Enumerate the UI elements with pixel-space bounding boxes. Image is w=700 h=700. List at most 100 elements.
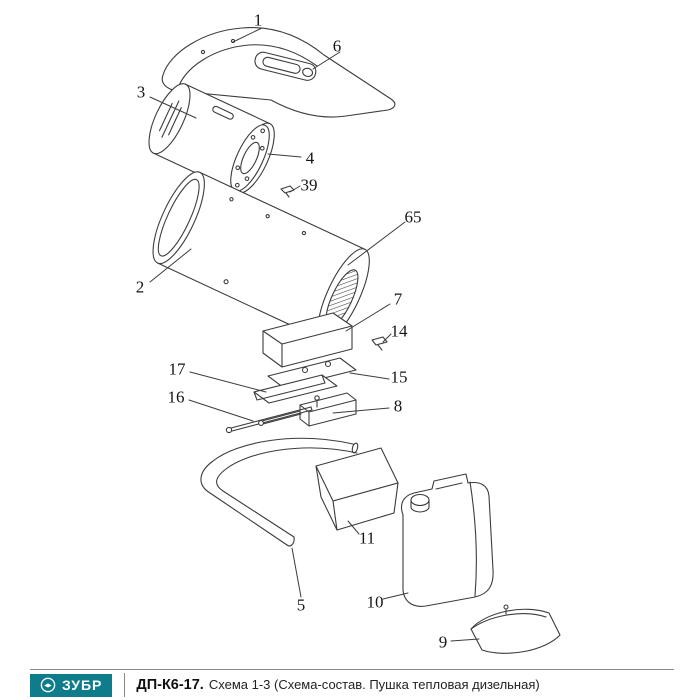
handle-outline (254, 51, 317, 81)
model-code: ДП-К6-17. (136, 677, 204, 693)
end-cover-screw (503, 604, 509, 610)
bracket-7-part (262, 312, 353, 368)
brand-name: ЗУБР (62, 677, 103, 693)
rod-16 (231, 409, 313, 432)
leader-line (289, 185, 301, 193)
end-cover-9-part (470, 604, 561, 654)
plate-17-flange (253, 374, 326, 401)
clip-stem (377, 344, 383, 351)
part-label-15: 15 (390, 367, 408, 387)
part-label-4: 4 (305, 148, 315, 168)
bracket-7-edges (262, 325, 353, 368)
part-label-16: 16 (167, 387, 185, 407)
footer: ЗУБР ДП-К6-17. Схема 1-3 (Схема-состав. П… (0, 669, 700, 700)
bracket-7-outline (262, 312, 353, 368)
bolt-long-head (258, 420, 264, 426)
leader-line (291, 547, 302, 598)
leader-line (267, 153, 302, 158)
rod-16-head (225, 426, 233, 434)
bracket-8 (299, 392, 357, 427)
barrel-screw (229, 197, 234, 202)
fan-bolt-hole (260, 128, 266, 134)
fan-bolt-hole (234, 182, 240, 188)
footer-caption: ДП-К6-17. Схема 1-3 (Схема-состав. Пушка … (136, 676, 539, 694)
fan-bolt-hole (235, 165, 241, 171)
leader-line (149, 96, 197, 119)
part-label-14: 14 (390, 321, 408, 341)
tube-open-end (351, 442, 359, 454)
zubr-logo-icon (40, 677, 56, 693)
clip-body (371, 336, 388, 346)
plate-hole (301, 366, 309, 374)
zubr-logo: ЗУБР (30, 673, 113, 697)
barrel-part (152, 171, 370, 341)
mount-plates-part (225, 357, 357, 434)
saddle-front-face (332, 482, 399, 531)
vent-slot (168, 107, 182, 136)
leader-line (232, 27, 263, 43)
bolt-long (261, 410, 301, 422)
leader-lines (149, 27, 480, 642)
fan-bolt-hole (259, 145, 265, 151)
leader-line (149, 248, 192, 283)
leader-line (189, 371, 267, 393)
fan-bolt-hole (250, 134, 256, 140)
fuel-tank-part (400, 473, 494, 607)
leader-line (347, 221, 406, 266)
schema-description: Схема 1-3 (Схема-состав. Пушка тепловая … (208, 677, 540, 692)
plate-15 (267, 357, 357, 389)
part-label-8: 8 (393, 396, 403, 416)
leader-line (332, 407, 390, 414)
barrel-top-edge (199, 171, 366, 250)
fitting-stem (285, 192, 290, 198)
cover-handle-part (254, 51, 317, 81)
footer-vertical-divider (124, 673, 126, 697)
bolt-long (262, 413, 302, 425)
saddle-left-edge (315, 465, 338, 531)
part-label-65: 65 (404, 207, 422, 227)
handle-tube-part (200, 437, 359, 547)
end-cover-outline (470, 608, 561, 654)
fan-part (230, 124, 270, 192)
part-label-9: 9 (438, 632, 448, 652)
barrel-body-fill (157, 172, 365, 340)
barrel-hole (223, 279, 229, 285)
leader-line (345, 303, 391, 332)
top-cover-bend-line (176, 44, 318, 92)
housing-rear-cap (148, 83, 191, 155)
leader-line (312, 51, 341, 70)
vent-slot (158, 102, 173, 132)
tube-inner (216, 447, 358, 538)
leader-line (382, 592, 409, 600)
part-label-10: 10 (366, 592, 384, 612)
housing-slot (212, 105, 234, 120)
vent-slot (161, 100, 180, 138)
barrel-rear-rim-outer (152, 171, 205, 265)
part-label-5: 5 (296, 595, 306, 615)
tank-handle-slot (435, 482, 463, 490)
leader-line (450, 638, 480, 642)
leader-line (188, 399, 254, 422)
tube-outer (200, 437, 354, 546)
saddle-11-part (315, 447, 399, 531)
tank-body (400, 473, 494, 607)
part-label-6: 6 (332, 36, 342, 56)
part-label-7: 7 (393, 289, 403, 309)
handle-grip (262, 56, 301, 74)
barrel-screw (265, 214, 270, 219)
fan-hub (240, 141, 260, 175)
leader-line (349, 372, 390, 380)
part-label-2: 2 (135, 277, 145, 297)
part-label-11: 11 (358, 528, 376, 548)
fan-bolt-hole (244, 176, 250, 182)
housing-top-edge (185, 83, 271, 125)
fuel-cap (410, 493, 430, 507)
rod-16 (230, 406, 312, 429)
bracket-8-edges (299, 399, 357, 427)
fitting-39-part (280, 185, 295, 198)
clip-14-part (371, 336, 388, 351)
tube-end-cap (286, 536, 295, 547)
fuel-cap-side (410, 499, 430, 513)
handle-knob (302, 67, 314, 77)
